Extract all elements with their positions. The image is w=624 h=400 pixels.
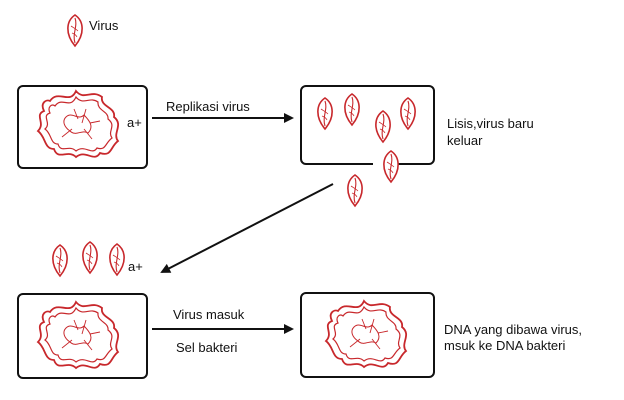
- virus-icon: [52, 244, 68, 277]
- virus-enters-label: Virus masuk: [173, 307, 245, 322]
- bacterial-dna-icon: [37, 90, 120, 158]
- new-virus-icon: [344, 93, 360, 126]
- dna-description-line1: DNA yang dibawa virus,: [444, 322, 583, 337]
- new-virus-icon: [400, 97, 416, 130]
- released-virus-icon: [347, 174, 363, 207]
- new-virus-icon: [375, 110, 391, 143]
- bacterial-cell-label: Sel bakteri: [176, 340, 238, 355]
- marker-a-plus-1: a+: [127, 115, 142, 130]
- bacterial-cell-4: [300, 292, 435, 378]
- marker-a-plus-2: a+: [128, 259, 143, 274]
- arrow-to-new-cell: [160, 183, 334, 273]
- bacterial-dna-icon: [325, 300, 408, 368]
- virus-icon: [82, 241, 98, 274]
- lysis-description-line2: keluar: [447, 133, 483, 148]
- virus-legend-label: Virus: [89, 18, 119, 33]
- dna-description-line2: msuk ke DNA bakteri: [444, 338, 566, 353]
- bacterial-dna-icon: [37, 301, 120, 369]
- virus-icon: [109, 243, 125, 276]
- virus-legend-icon: [67, 14, 83, 47]
- bacterial-cell-3: [17, 293, 148, 379]
- lysis-description-line1: Lisis,virus baru: [447, 116, 534, 131]
- new-virus-icon: [317, 97, 333, 130]
- released-virus-icon: [383, 150, 399, 183]
- replication-label: Replikasi virus: [166, 99, 250, 114]
